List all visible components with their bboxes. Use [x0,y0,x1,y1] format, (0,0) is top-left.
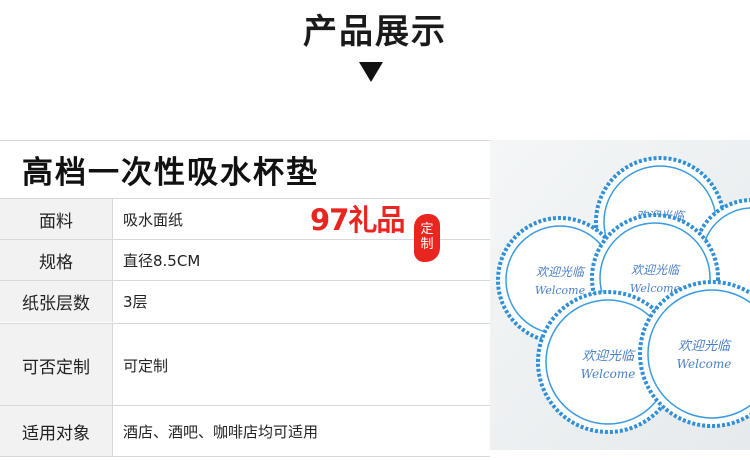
section-header: 产品展示 [0,0,750,100]
coaster-text-en: Welcome [677,357,732,371]
coaster-text-en: Welcome [630,282,681,295]
spec-row-size: 规格 直径8.5CM [0,239,490,281]
coaster-text-en: Welcome [535,284,586,297]
coaster-text-en: Welcome [581,367,636,381]
spec-row-layers: 纸张层数 3层 [0,280,490,322]
spec-value: 直径8.5CM [123,252,201,270]
spec-label: 面料 [0,199,113,240]
spec-table: 高档一次性吸水杯垫 面料 吸水面纸 规格 直径8.5CM 纸张层数 3层 可否定… [0,140,490,460]
coaster-text-cn: 欢迎光临 [536,265,586,279]
coaster-text-cn: 欢迎光临 [631,263,681,277]
coaster-text-cn: 欢迎光临 [582,349,636,364]
brand-logo-text: 97礼品 [310,203,405,237]
spec-label: 可否定制 [0,324,113,406]
spec-value: 吸水面纸 [123,211,184,229]
spec-value: 3层 [123,293,148,311]
stamp-char: 定 [420,222,434,237]
spec-label: 适用对象 [0,406,113,456]
down-arrow-icon [359,62,383,82]
spec-value: 酒店、酒吧、咖啡店均可适用 [123,422,319,441]
brand-logo: 97礼品 [310,203,410,237]
spec-label: 纸张层数 [0,281,113,322]
spec-row-usage: 适用对象 酒店、酒吧、咖啡店均可适用 [0,405,490,457]
spec-row-fabric: 面料 吸水面纸 [0,198,490,240]
coaster-text-cn: 欢迎光临 [678,339,732,354]
section-title: 产品展示 [303,12,447,52]
product-photo: 欢迎光临 欢迎光临 Welcome 欢迎光临 Welcome 欢迎光临 Welc… [490,140,750,450]
stamp-char: 制 [420,237,434,252]
spec-label: 规格 [0,240,113,281]
product-name: 高档一次性吸水杯垫 [22,155,319,191]
custom-stamp: 定 制 [414,214,440,262]
spec-row-custom: 可否定制 可定制 [0,323,490,406]
coaster: 欢迎光临 Welcome [638,280,750,428]
spec-value: 可定制 [123,356,169,375]
